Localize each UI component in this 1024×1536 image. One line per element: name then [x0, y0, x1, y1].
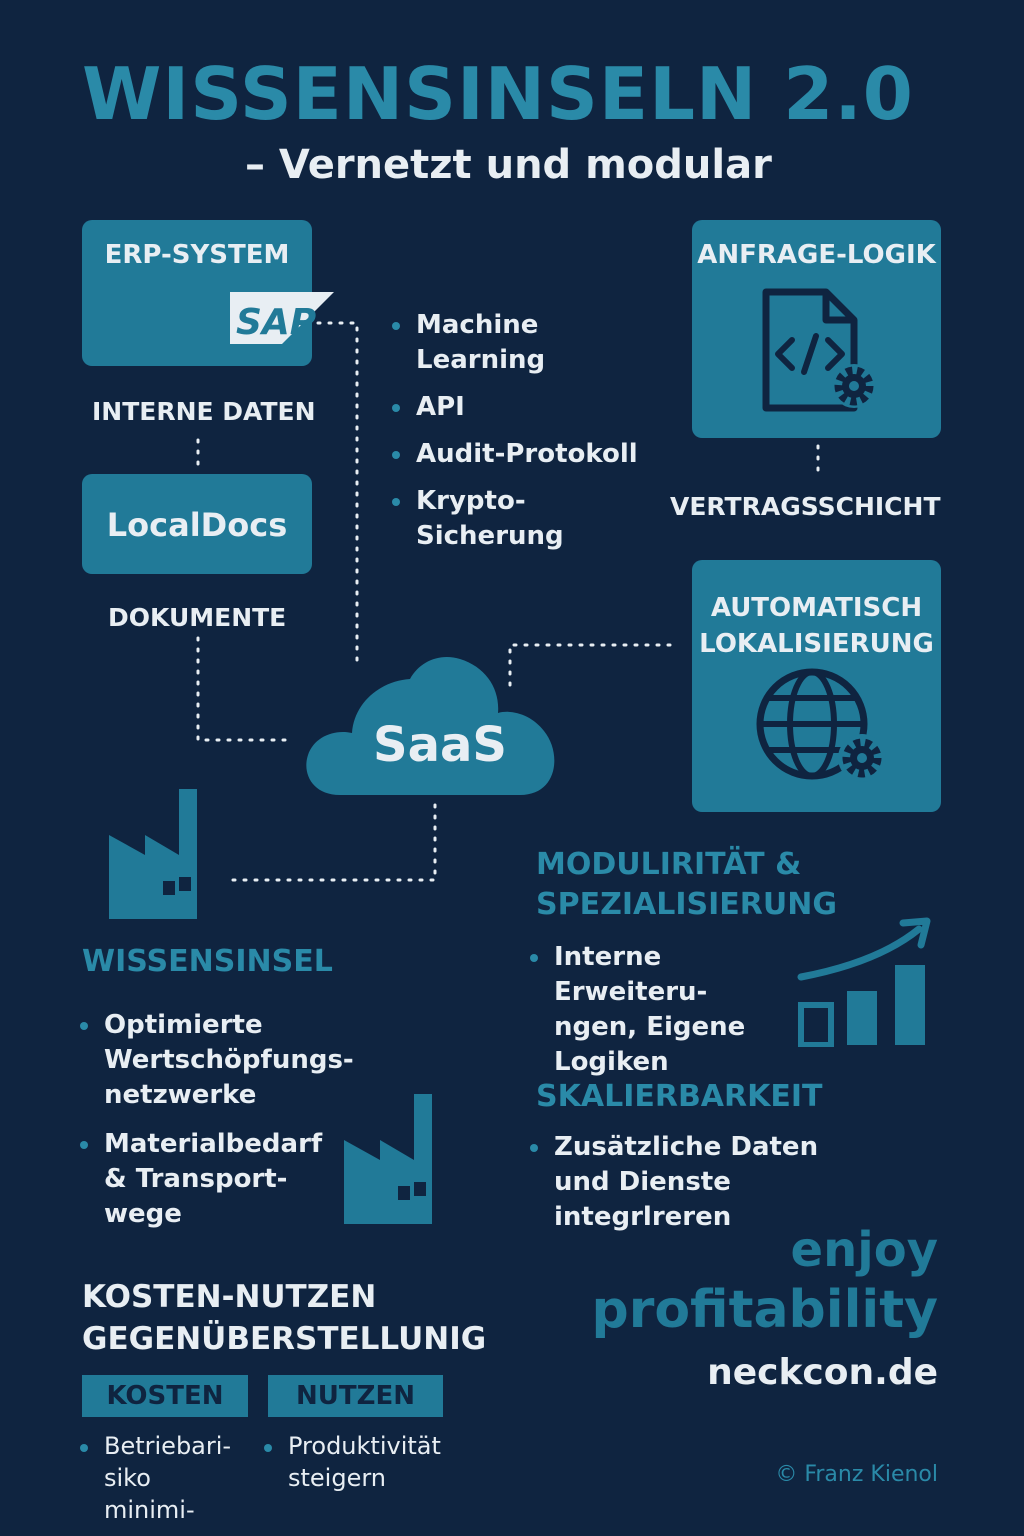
growth-chart-icon [797, 917, 931, 1047]
lokalisierung-label-2: LOKALISIERUNG [699, 629, 934, 659]
skalierbarkeit-item: Zusätzliche Daten und Dienste integrlrer… [528, 1130, 868, 1235]
feature-item: Machine Learning [390, 308, 560, 378]
connector-erp-saas [316, 321, 359, 667]
erp-system-box: ERP-SYSTEM SAP [82, 220, 334, 366]
localdocs-box: LocalDocs [82, 474, 312, 574]
dokumente-label: DOKUMENTE [108, 603, 287, 632]
vertragsschicht-label: VERTRAGSSCHICHT [670, 492, 941, 521]
localdocs-label: LocalDocs [106, 506, 288, 544]
lokalisierung-box: AUTOMATISCH LOKALISIERUNG [692, 560, 941, 812]
nutzen-item: Produktivität steigern [262, 1430, 442, 1494]
saas-cloud-icon: SaaS [306, 657, 555, 795]
modularitaet-item: Interne Erweiteru-ngen, Eigene Logiken [528, 940, 778, 1080]
feature-item: API [390, 390, 650, 425]
page-title: WISSENSINSELN 2.0 [82, 52, 914, 136]
saas-label: SaaS [373, 717, 507, 773]
website-label: neckcon.de [707, 1352, 938, 1393]
nutzen-tag: NUTZEN [268, 1375, 443, 1417]
wissensinsel-heading: WISSENSINSEL [82, 944, 333, 979]
erp-system-label: ERP-SYSTEM [104, 240, 290, 270]
anfrage-logik-box: ANFRAGE-LOGIK [692, 220, 941, 438]
slogan-line-1: enjoy [790, 1222, 938, 1278]
skalierbarkeit-heading: SKALIERBARKEIT [536, 1079, 823, 1114]
skalierbarkeit-list: Zusätzliche Daten und Dienste integrlrer… [528, 1130, 888, 1235]
feature-item: Audit-Protokoll [390, 437, 650, 472]
wissensinsel-item: Materialbedarf & Transport-wege [78, 1127, 328, 1232]
connector-lokalisierung-saas [508, 643, 677, 687]
factory-icon [344, 1094, 432, 1224]
wissensinsel-list: Optimierte Wertschöpfungs-netzwerke Mate… [78, 1008, 368, 1232]
lokalisierung-label-1: AUTOMATISCH [710, 593, 923, 623]
sap-logo-icon: SAP [230, 292, 334, 344]
globe-gear-icon [756, 668, 886, 782]
connector-saas-factory [228, 803, 437, 882]
kosten-nutzen-heading-2: GEGENÜBERSTELLUNIG [82, 1321, 487, 1357]
modularitaet-heading-2: SPEZIALISIERUNG [536, 887, 837, 922]
kosten-list: Betriebari-siko minimi-eren [78, 1430, 253, 1536]
kosten-item: Betriebari-siko minimi-eren [78, 1430, 238, 1536]
nutzen-list: Produktivität steigern [262, 1430, 452, 1494]
modularitaet-heading-1: MODULIRITÄT & [536, 847, 802, 882]
kosten-nutzen-heading-1: KOSTEN-NUTZEN [82, 1279, 377, 1315]
sap-logo-text: SAP [236, 302, 316, 343]
anfrage-logik-label: ANFRAGE-LOGIK [697, 240, 936, 270]
wissensinsel-item: Optimierte Wertschöpfungs-netzwerke [78, 1008, 354, 1113]
page-subtitle: – Vernetzt und modular [245, 142, 772, 188]
feature-list: Machine Learning API Audit-Protokoll Kry… [390, 308, 650, 554]
interne-daten-label: INTERNE DATEN [92, 397, 316, 426]
factory-icon [109, 789, 197, 919]
slogan-line-2: profitability [591, 1280, 938, 1340]
connector-localdocs-saas [196, 636, 292, 742]
kosten-tag: KOSTEN [82, 1375, 248, 1417]
code-document-gear-icon [762, 288, 876, 412]
copyright-label: © Franz Kienol [775, 1462, 938, 1487]
feature-item: Krypto-Sicherung [390, 484, 564, 554]
modularitaet-list: Interne Erweiteru-ngen, Eigene Logiken [528, 940, 798, 1080]
